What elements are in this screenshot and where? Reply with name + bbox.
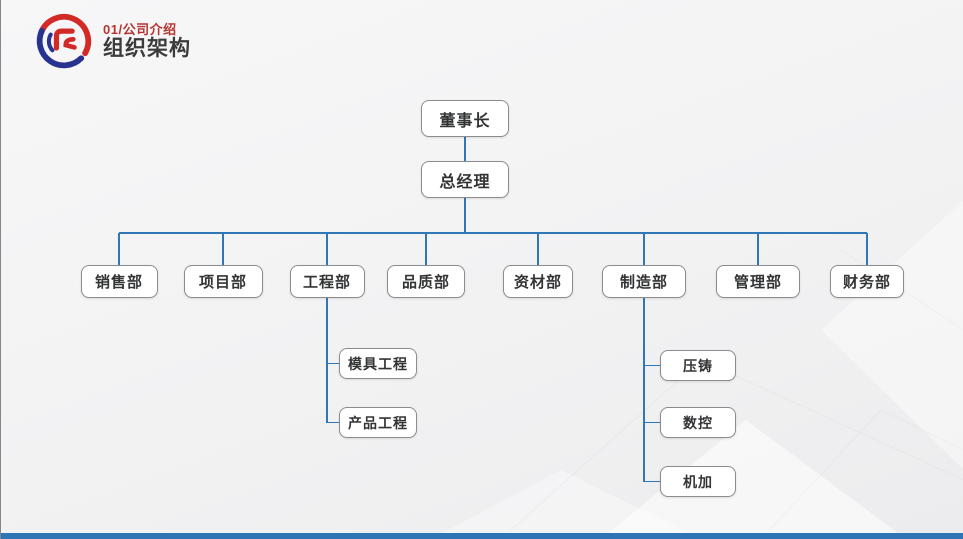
org-connector-line [537, 233, 539, 265]
org-connector-line [644, 480, 660, 483]
footer-accent-bar [1, 533, 963, 539]
org-connector-line [119, 232, 867, 234]
org-node-d3: 工程部 [289, 265, 365, 298]
org-node-d2: 项目部 [183, 265, 263, 298]
org-connector-line [222, 233, 224, 265]
org-connector-line [425, 233, 427, 265]
org-connector-line [643, 298, 645, 482]
org-node-gm: 总经理 [421, 161, 509, 198]
section-label: 01/公司介绍 [103, 21, 177, 37]
org-connector-line [757, 233, 759, 265]
org-node-d6: 制造部 [602, 265, 686, 298]
org-node-s2: 产品工程 [339, 407, 417, 438]
org-node-d4: 品质部 [387, 265, 465, 298]
org-connector-line [644, 421, 660, 424]
org-node-m2: 数控 [660, 407, 736, 438]
org-connector-line [327, 421, 339, 424]
org-node-s1: 模具工程 [339, 348, 417, 379]
org-connector-line [464, 137, 466, 161]
company-logo-icon [36, 13, 92, 69]
org-node-d5: 资材部 [503, 265, 573, 298]
org-connector-line [644, 364, 660, 367]
org-node-chairman: 董事长 [421, 100, 509, 137]
org-connector-line [326, 298, 328, 423]
org-node-d8: 财务部 [830, 265, 904, 298]
org-connector-line [326, 233, 328, 265]
slide-header: 01/公司介绍 组织架构 [35, 10, 191, 72]
org-node-m3: 机加 [660, 466, 736, 497]
page-title: 组织架构 [103, 36, 191, 60]
org-node-m1: 压铸 [660, 350, 736, 381]
org-connector-line [866, 233, 868, 265]
org-connector-line [464, 198, 466, 233]
org-connector-line [327, 362, 339, 365]
org-node-d1: 销售部 [80, 265, 158, 298]
org-node-d7: 管理部 [716, 265, 800, 298]
org-connector-line [643, 233, 645, 265]
org-connector-line [118, 233, 120, 265]
